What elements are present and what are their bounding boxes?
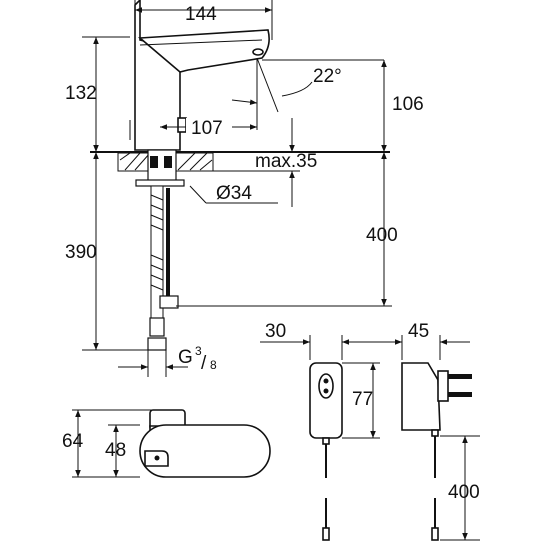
hose-braid (150, 194, 164, 291)
socket-pin-top (323, 378, 329, 384)
angle-arc (281, 81, 313, 97)
spray-line (256, 57, 279, 113)
socket-pin-bottom (323, 388, 329, 394)
adapter-pin-top (448, 374, 472, 379)
dim-77: 77 (352, 389, 373, 410)
thread-slash: / (201, 353, 207, 374)
thread-num: 3 (195, 344, 202, 358)
hose-nut (149, 317, 165, 337)
dim-angle: 22° (313, 66, 342, 87)
spout-edge (139, 39, 263, 46)
spout-aerator (252, 48, 264, 56)
adapter-cable-plug (431, 527, 439, 541)
dim-144: 144 (185, 4, 217, 25)
adapter-cable-exit (431, 429, 439, 437)
dim-max35: max.35 (255, 151, 317, 172)
counter-hatching (119, 152, 213, 171)
hose-fitting (147, 337, 167, 351)
faucet-dimensions: 144 132 22° 106 107 max.35 Ø34 400 390 G (65, 0, 424, 377)
box-cable-plug (322, 527, 330, 541)
dia-leader (189, 185, 207, 204)
dim-64: 64 (62, 431, 84, 452)
body-sensor (177, 117, 187, 133)
hoses (147, 185, 179, 351)
faucet-spout (137, 29, 270, 73)
dim-107-backing (186, 118, 232, 136)
dim-106: 106 (392, 94, 424, 115)
control-box: 30 77 (260, 321, 380, 541)
sensor-cable (166, 188, 170, 306)
dim-48: 48 (105, 440, 126, 461)
adapter-pin-bottom (448, 392, 472, 397)
counter-top (90, 149, 390, 187)
dim-400-cable: 400 (448, 482, 480, 503)
plan-body (139, 424, 271, 478)
dim-390: 390 (65, 242, 97, 263)
adapter-body (401, 362, 441, 431)
dim-45: 45 (408, 321, 429, 342)
dim-400-hose: 400 (366, 225, 398, 246)
dim-30: 30 (265, 321, 286, 342)
faucet-side-view (129, 0, 270, 151)
thread-den: 8 (210, 358, 217, 372)
dim-132: 132 (65, 83, 97, 104)
control-box-socket (318, 373, 334, 399)
faucet-plan-view: 64 48 (62, 409, 271, 478)
mounting-plate (135, 179, 185, 187)
plan-sensor-dot (154, 455, 160, 461)
dim-dia34: Ø34 (216, 183, 252, 204)
adapter-plug-base (437, 370, 449, 402)
shank-nut-left (150, 156, 158, 168)
shank-nut-right (164, 156, 172, 168)
power-adapter: 45 400 (380, 321, 480, 541)
cable-connector (159, 295, 179, 309)
thread-letter: G (178, 347, 193, 368)
angle-arrow (231, 99, 258, 105)
box-cable-exit (322, 437, 330, 445)
dim-107: 107 (191, 118, 223, 139)
